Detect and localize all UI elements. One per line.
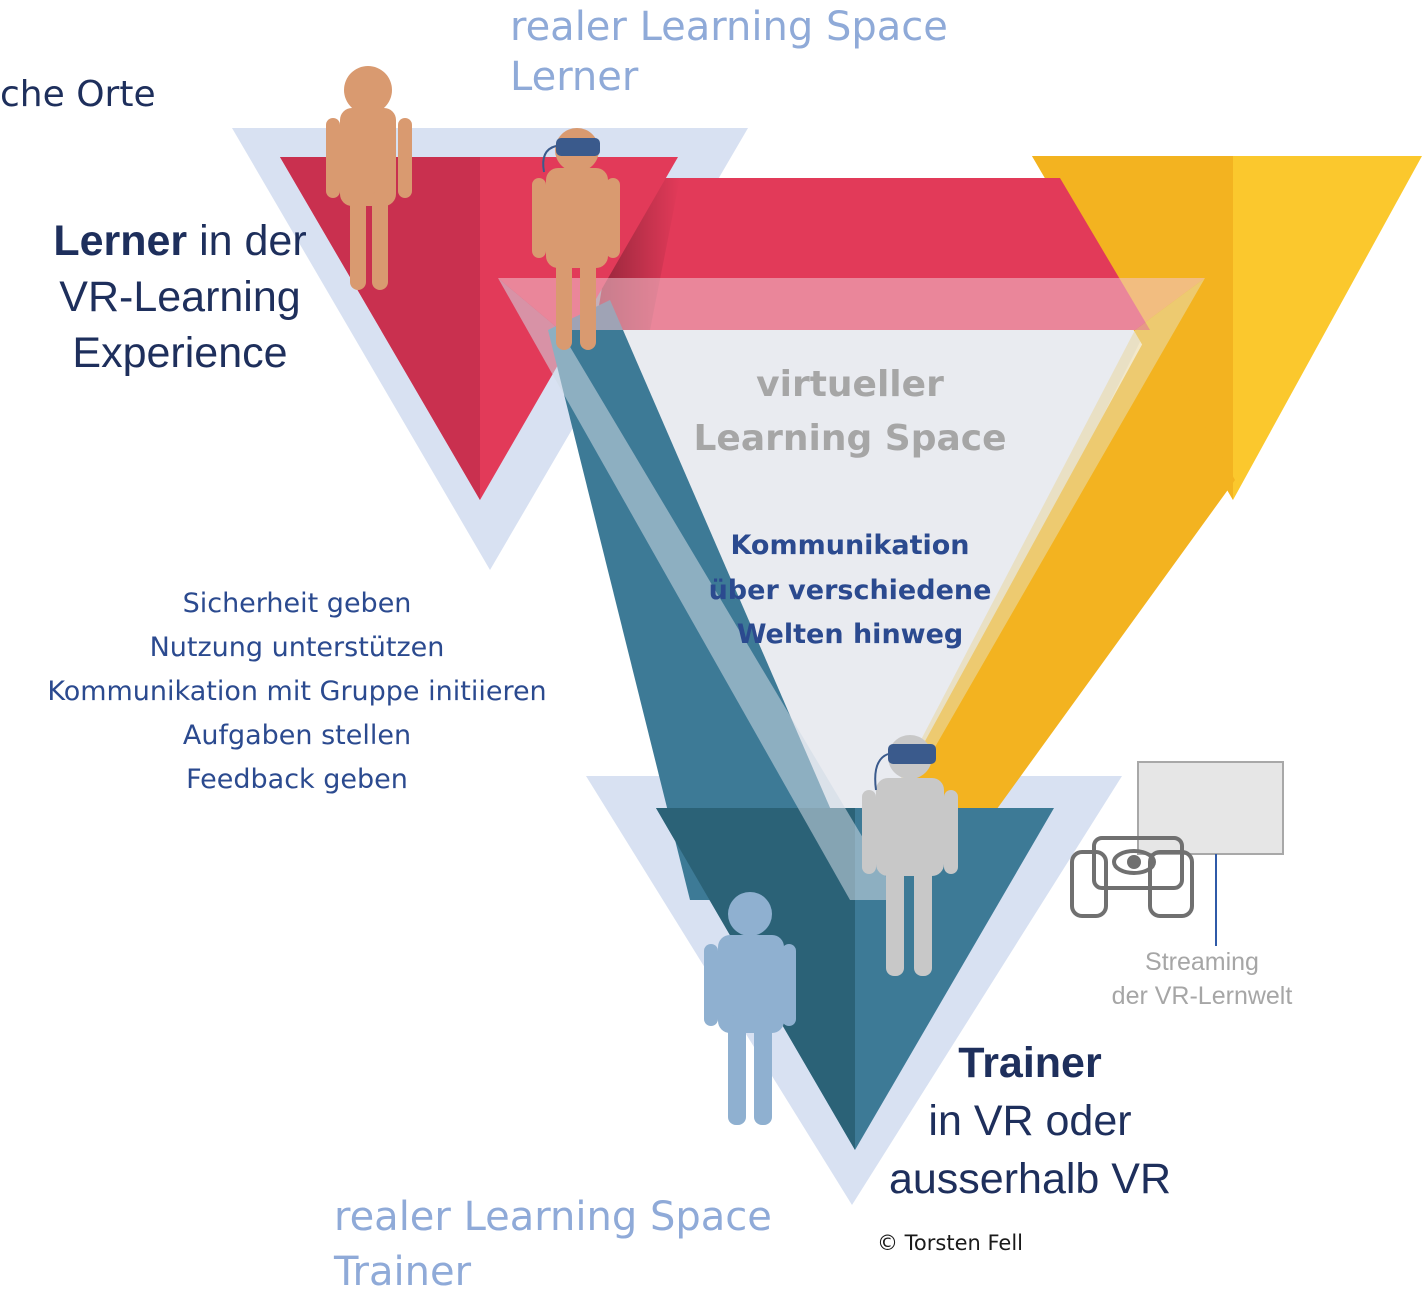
- trainer-tasks-list: Sicherheit geben Nutzung unterstützen Ko…: [0, 582, 594, 802]
- streaming-line2: der VR-Lernwelt: [1111, 981, 1293, 1010]
- trainer-label: Trainer in VR oder ausserhalb VR: [850, 1034, 1210, 1208]
- vr-headset-icon: [542, 138, 600, 173]
- trainer-task-item: Feedback geben: [186, 764, 408, 795]
- virtual-band-left: [498, 278, 900, 900]
- virtual-space-line1: virtueller: [756, 364, 944, 405]
- streaming-line1: Streaming: [1145, 948, 1259, 976]
- trainer-task-item: Kommunikation mit Gruppe initiieren: [47, 676, 547, 707]
- learner-real-person-icon: [326, 66, 412, 290]
- real-space-learner-line1: realer Learning Space: [510, 4, 948, 50]
- trainer-label-line2: in VR oder: [928, 1097, 1132, 1146]
- trainer-label-bold: Trainer: [958, 1039, 1102, 1087]
- communication-label: Kommunikation über verschiedene Welten h…: [690, 524, 1010, 658]
- learner-vr-person-icon: [532, 128, 620, 350]
- real-space-learner-label: realer Learning Space Lerner: [510, 2, 948, 102]
- red-triangle-shade: [280, 157, 480, 500]
- learner-label-line2: VR-Learning: [59, 272, 301, 321]
- real-space-trainer-line2: Trainer: [334, 1249, 472, 1296]
- trainer-vr-person-icon: [862, 735, 958, 976]
- communication-line3: Welten hinweg: [736, 619, 964, 651]
- trainer-task-item: Sicherheit geben: [182, 588, 412, 619]
- virtual-space-label: virtueller Learning Space: [690, 358, 1010, 466]
- trainer-label-line3: ausserhalb VR: [888, 1155, 1172, 1204]
- learner-label-rest: in der: [187, 217, 307, 265]
- real-space-learner-line2: Lerner: [510, 54, 639, 100]
- virtual-space-area: [590, 322, 1150, 900]
- trainer-task-item: Nutzung unterstützen: [149, 632, 445, 663]
- virtual-space-line2: Learning Space: [693, 418, 1007, 459]
- communication-line1: Kommunikation: [730, 530, 970, 561]
- top-left-fragment: che Orte: [0, 74, 156, 115]
- virtual-band-top: [498, 278, 1205, 330]
- vr-controller-eye-icon: [1070, 836, 1194, 918]
- trainer-real-person-icon: [704, 892, 796, 1125]
- trainer-task-item: Aufgaben stellen: [182, 720, 412, 751]
- vr-headset-icon: [874, 744, 936, 791]
- learner-label-line3: Experience: [72, 328, 288, 377]
- learner-label-bold: Lerner: [53, 217, 188, 265]
- real-space-trainer-label: realer Learning Space Trainer: [334, 1190, 772, 1300]
- real-space-trainer-line1: realer Learning Space: [334, 1194, 772, 1240]
- yellow-band: [860, 330, 1235, 860]
- learner-label: Lerner in der VR-Learning Experience: [30, 214, 330, 382]
- copyright: © Torsten Fell: [877, 1231, 1024, 1255]
- communication-line2: über verschiedene: [708, 574, 992, 606]
- virtual-band-right: [870, 278, 1205, 860]
- streaming-label: Streaming der VR-Lernwelt: [1080, 946, 1324, 1014]
